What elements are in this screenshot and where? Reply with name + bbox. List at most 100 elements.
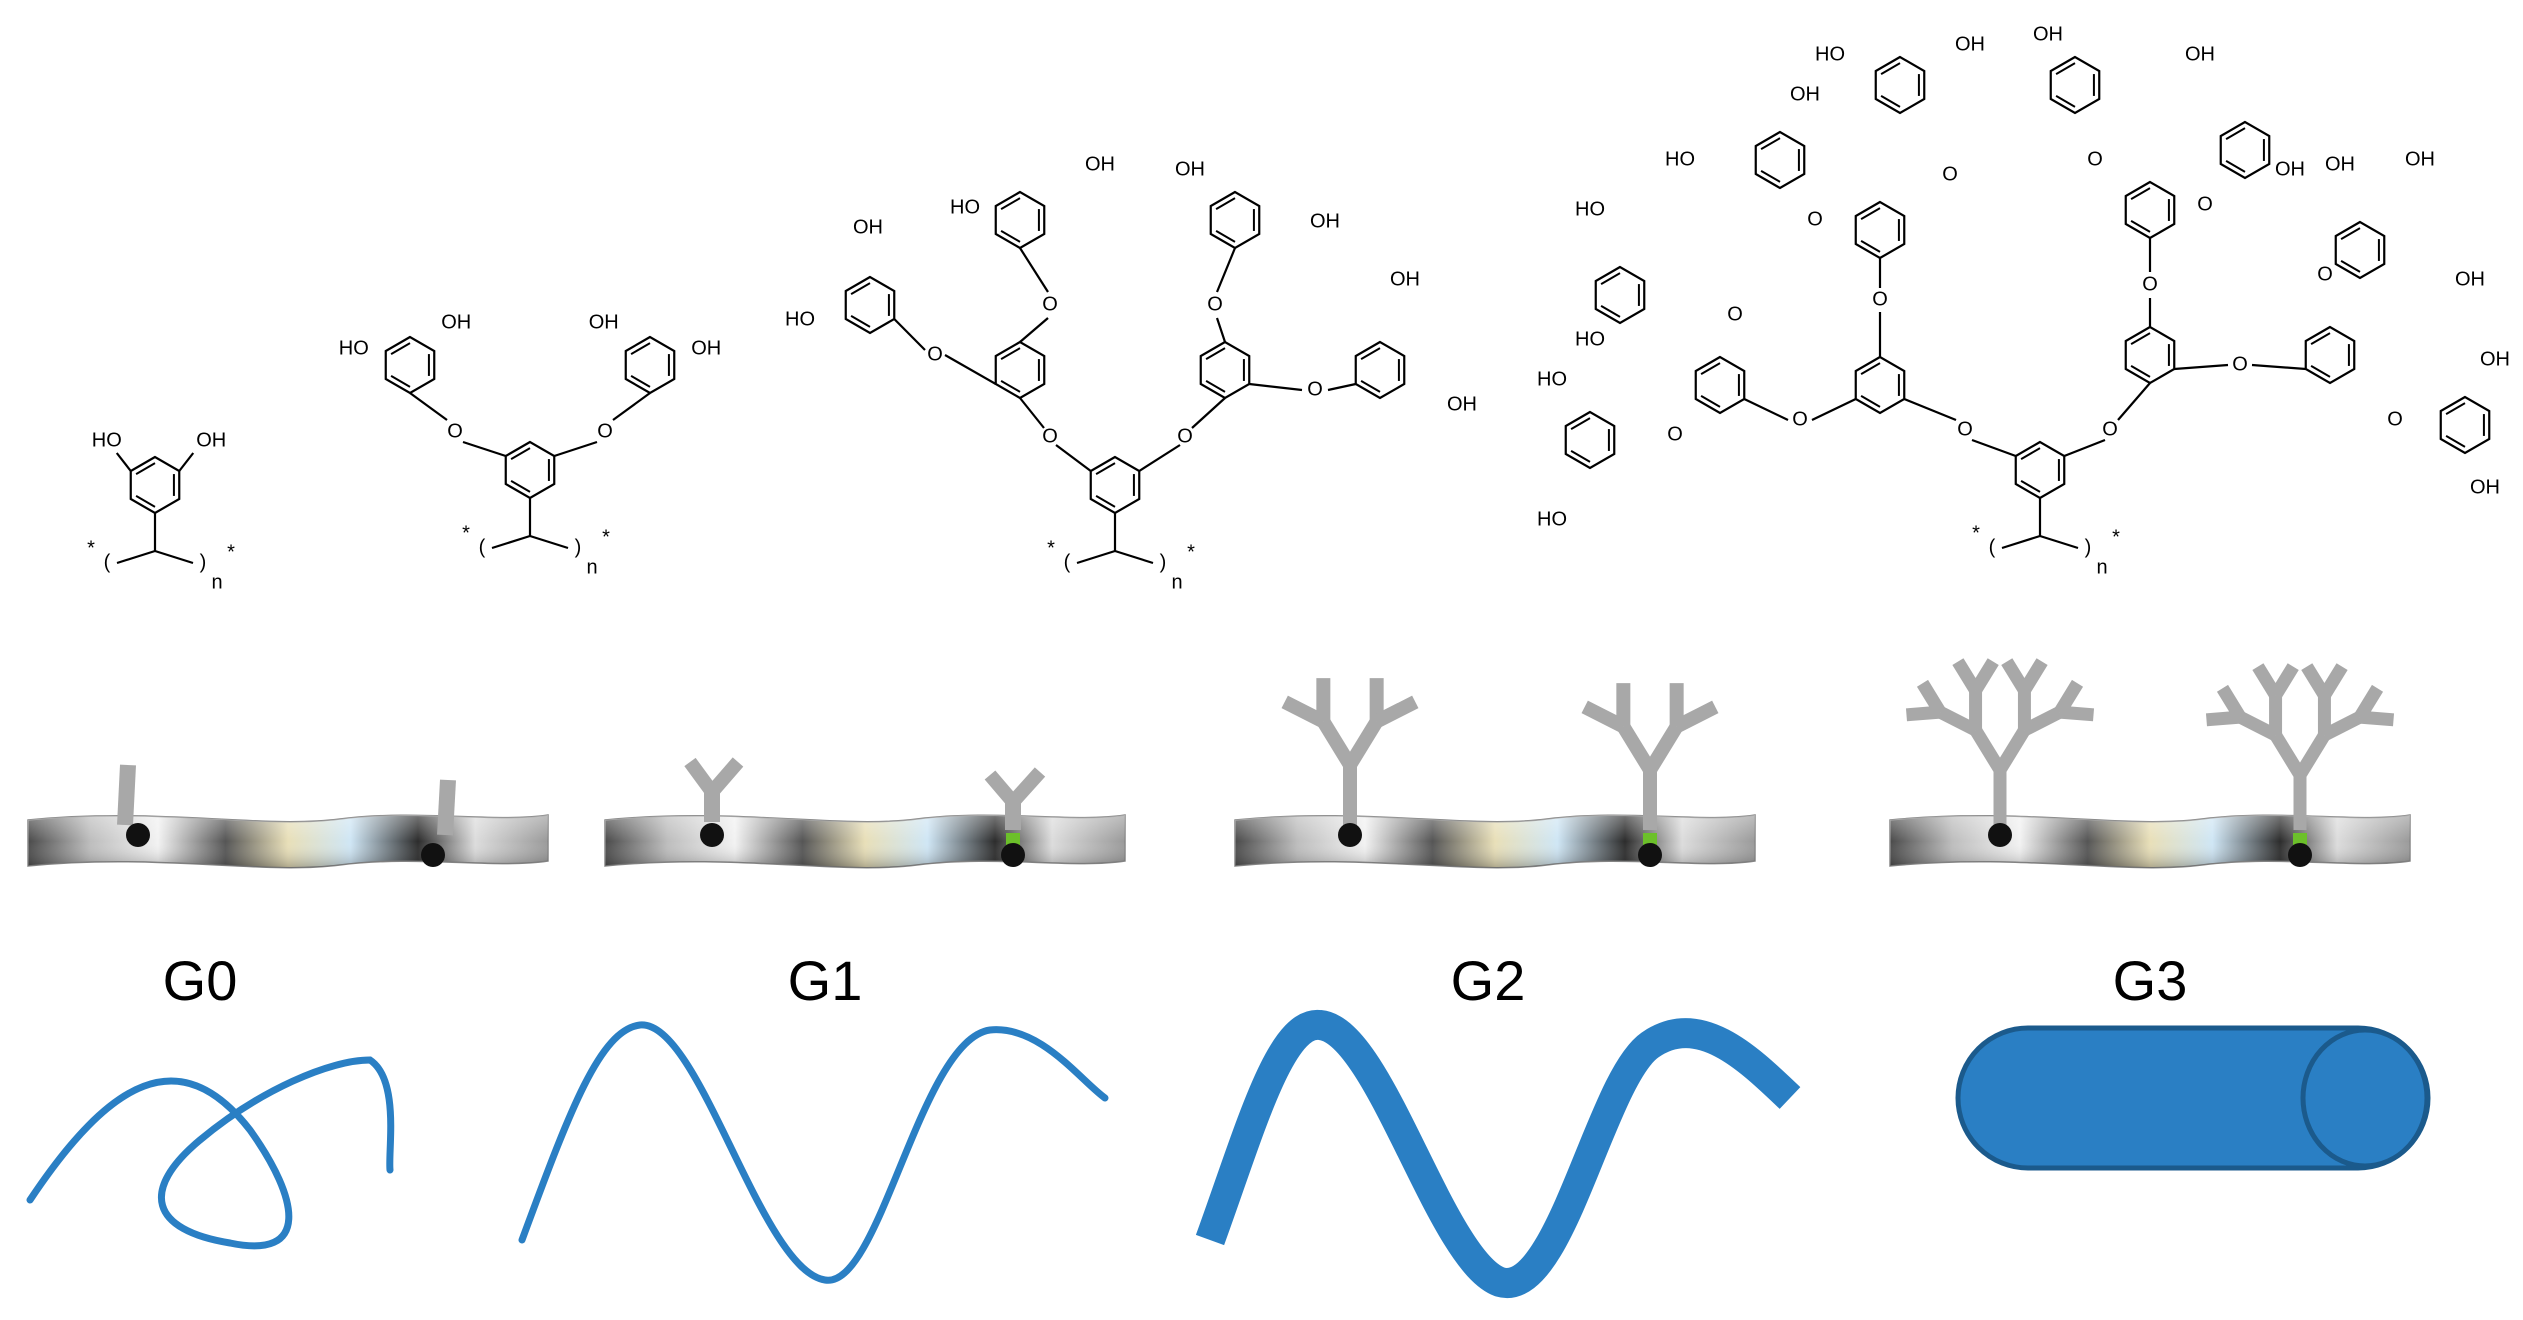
g2-branch-left bbox=[994, 340, 1046, 400]
g3-paren-r: ) bbox=[2085, 536, 2092, 558]
g1-oh-1: HO bbox=[339, 337, 369, 359]
g3-star-r: * bbox=[2112, 526, 2120, 548]
g3-term-2 bbox=[1594, 265, 1646, 325]
g1-oh-4: OH bbox=[691, 337, 721, 359]
g1-terminal-right bbox=[624, 335, 676, 395]
g3-oh-8: OH bbox=[1955, 33, 1985, 55]
g2-paren-l: ( bbox=[1064, 551, 1071, 573]
g1-core-ring bbox=[504, 440, 556, 500]
g3-term-6 bbox=[2219, 120, 2271, 180]
ribbon-g1 bbox=[604, 757, 1126, 869]
g3-ether-t5: O bbox=[2087, 148, 2103, 170]
g2-oh-8: OH bbox=[1447, 393, 1477, 415]
morphology-g2-thick-helix bbox=[1195, 1010, 1801, 1298]
label-g2: G2 bbox=[1451, 949, 1526, 1012]
g3-term-4 bbox=[1874, 55, 1926, 115]
label-g0: G0 bbox=[163, 949, 238, 1012]
g3-term-7 bbox=[2334, 220, 2386, 280]
g3-ether-t4: O bbox=[1942, 163, 1958, 185]
g2-ether-3: O bbox=[1207, 293, 1223, 315]
g3-paren-l: ( bbox=[1989, 536, 1996, 558]
g3-sub-a1 bbox=[1694, 355, 1746, 415]
g3-oh-1: HO bbox=[1537, 368, 1567, 390]
g2-star-r: * bbox=[1187, 541, 1195, 563]
g2-oh-4: OH bbox=[1085, 153, 1115, 175]
g1-star-r: * bbox=[602, 526, 610, 548]
g3-branch-b bbox=[2124, 325, 2176, 385]
g3-ether-t6: O bbox=[2197, 193, 2213, 215]
g2-term-2 bbox=[994, 190, 1046, 250]
g1-paren-l: ( bbox=[479, 536, 486, 558]
g3-oh-9: OH bbox=[2033, 23, 2063, 45]
g3-oh-6: OH bbox=[1790, 83, 1820, 105]
g2-core-ring bbox=[1089, 455, 1141, 515]
g3-oh-4: HO bbox=[1575, 328, 1605, 350]
g0-paren-r: ) bbox=[200, 551, 207, 573]
label-g1: G1 bbox=[788, 949, 863, 1012]
g3-oh-15: OH bbox=[2480, 348, 2510, 370]
morphology-g1-helix bbox=[518, 1021, 1109, 1284]
g3-ether-b1: O bbox=[2142, 273, 2158, 295]
g3-term-8 bbox=[2439, 395, 2491, 455]
g0-n: n bbox=[211, 571, 222, 593]
ribbon-g2 bbox=[1234, 678, 1756, 869]
g3-oh-12: OH bbox=[2325, 153, 2355, 175]
g1-star-l: * bbox=[462, 522, 470, 544]
g3-ether-t3: O bbox=[1807, 208, 1823, 230]
g3-star-l: * bbox=[1972, 522, 1980, 544]
ribbon-g0 bbox=[27, 764, 549, 869]
g2-term-1 bbox=[844, 275, 896, 335]
g2-paren-r: ) bbox=[1160, 551, 1167, 573]
g0-star-l: * bbox=[87, 537, 95, 559]
g2-oh-5: OH bbox=[1175, 158, 1205, 180]
g2-term-4 bbox=[1354, 340, 1406, 400]
g2-oh-2: OH bbox=[853, 216, 883, 238]
g1-ether-left: O bbox=[447, 420, 463, 442]
g3-sub-b1 bbox=[2124, 180, 2176, 240]
g1-ether-right: O bbox=[597, 420, 613, 442]
g3-oh-3: HO bbox=[1575, 198, 1605, 220]
label-g3: G3 bbox=[2113, 949, 2188, 1012]
g2-branch-right bbox=[1199, 340, 1251, 400]
g1-n: n bbox=[586, 556, 597, 578]
g0-oh-right: OH bbox=[196, 429, 226, 451]
g0-star-r: * bbox=[227, 541, 235, 563]
g3-ether-b2: O bbox=[2232, 353, 2248, 375]
g2-ether-1: O bbox=[927, 343, 943, 365]
morphology-g3-rod bbox=[1955, 1025, 2431, 1171]
g2-oh-7: OH bbox=[1390, 268, 1420, 290]
g3-oh-13: OH bbox=[2405, 148, 2435, 170]
g1-oh-2: OH bbox=[441, 311, 471, 333]
g0-core-ring bbox=[129, 455, 181, 515]
g3-n: n bbox=[2096, 556, 2107, 578]
g3-term-5 bbox=[2049, 55, 2101, 115]
g3-oh-2: HO bbox=[1537, 508, 1567, 530]
g3-oh-14: OH bbox=[2455, 268, 2485, 290]
g3-sub-b2 bbox=[2304, 325, 2356, 385]
ribbon-g3 bbox=[1889, 658, 2411, 869]
g3-term-3 bbox=[1754, 130, 1806, 190]
g3-term-1 bbox=[1564, 410, 1616, 470]
g1-paren-r: ) bbox=[575, 536, 582, 558]
g3-ether-a1: O bbox=[1792, 408, 1808, 430]
g3-core-ring bbox=[2014, 440, 2066, 500]
g2-ether-4: O bbox=[1307, 378, 1323, 400]
g2-ether-a: O bbox=[1042, 425, 1058, 447]
g0-paren-l: ( bbox=[104, 551, 111, 573]
g3-oh-16: OH bbox=[2470, 476, 2500, 498]
g3-oh-5: HO bbox=[1665, 148, 1695, 170]
g3-branch-a bbox=[1854, 355, 1906, 415]
g3-ether-a2: O bbox=[1872, 288, 1888, 310]
g3-oh-11: OH bbox=[2275, 158, 2305, 180]
g2-oh-6: OH bbox=[1310, 210, 1340, 232]
g0-oh-left: HO bbox=[92, 429, 122, 451]
g2-n: n bbox=[1171, 571, 1182, 593]
g3-ether-t1: O bbox=[1667, 423, 1683, 445]
g2-ether-b: O bbox=[1177, 425, 1193, 447]
g2-ether-2: O bbox=[1042, 293, 1058, 315]
g3-ether-t2: O bbox=[1727, 303, 1743, 325]
g3-ether-a: O bbox=[1957, 418, 1973, 440]
g1-terminal-left bbox=[384, 335, 436, 395]
g2-term-3 bbox=[1209, 190, 1261, 250]
